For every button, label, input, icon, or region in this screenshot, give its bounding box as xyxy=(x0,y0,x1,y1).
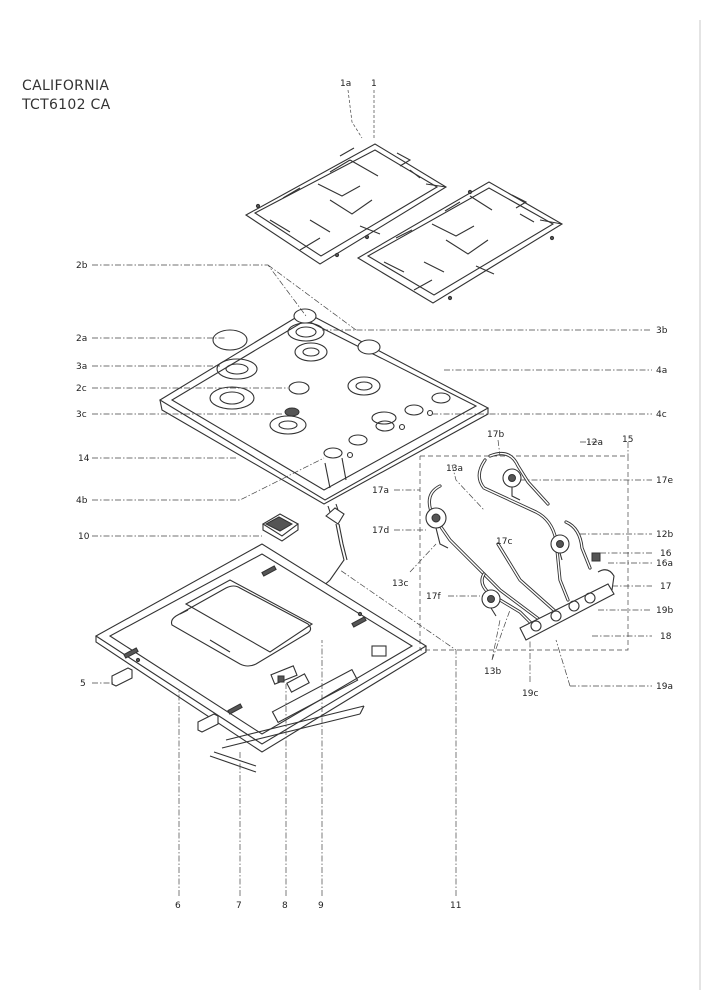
callout-3b: 3b xyxy=(656,326,668,336)
fixing-bracket xyxy=(111,667,219,733)
callout-16a: 16a xyxy=(656,559,673,569)
callout-1: 1 xyxy=(371,79,377,89)
callout-17e: 17e xyxy=(656,476,673,486)
seal-gasket xyxy=(209,705,365,773)
callout-8: 8 xyxy=(282,901,288,911)
model-name: CALIFORNIA xyxy=(22,78,110,94)
callout-10: 10 xyxy=(78,532,90,542)
callout-17: 17 xyxy=(660,582,671,592)
pan-support-grid-left xyxy=(244,143,448,265)
callout-5: 5 xyxy=(80,679,86,689)
callout-9: 9 xyxy=(318,901,324,911)
terminal-block xyxy=(261,513,300,542)
callout-2b: 2b xyxy=(76,261,88,271)
callout-4c: 4c xyxy=(656,410,667,420)
callout-3a: 3a xyxy=(76,362,87,372)
cable-clamp xyxy=(270,665,298,685)
callout-19c: 19c xyxy=(522,689,538,699)
leader-lines xyxy=(92,89,652,896)
callout-4b: 4b xyxy=(76,496,88,506)
callout-18: 18 xyxy=(660,632,672,642)
callout-17c: 17c xyxy=(496,537,512,547)
callout-12b: 12b xyxy=(656,530,673,540)
thermocouple-valves xyxy=(425,468,570,617)
callout-15: 15 xyxy=(622,435,633,445)
callout-14: 14 xyxy=(78,454,90,464)
base-tray xyxy=(94,543,428,753)
callout-19a: 19a xyxy=(656,682,673,692)
callout-labels: 1a 1 2b 2a 3a 2c 3c 14 4b 10 5 3b 4a 4c … xyxy=(76,79,673,911)
callout-13a: 13a xyxy=(446,464,463,474)
callout-13b: 13b xyxy=(484,667,501,677)
callout-6: 6 xyxy=(175,901,181,911)
callout-12a: 12a xyxy=(586,438,603,448)
callout-7: 7 xyxy=(236,901,242,911)
callout-17f: 17f xyxy=(426,592,441,602)
callout-11: 11 xyxy=(450,901,461,911)
callout-17d: 17d xyxy=(372,526,389,536)
pan-support-grid-right xyxy=(356,181,564,304)
gas-valve-assembly-frame xyxy=(419,455,629,651)
manifold xyxy=(519,552,615,641)
callout-2c: 2c xyxy=(76,384,87,394)
callout-3c: 3c xyxy=(76,410,87,420)
callout-1a: 1a xyxy=(340,79,351,89)
callout-16: 16 xyxy=(660,549,672,559)
cooktop-top-panel xyxy=(158,308,490,505)
callout-19b: 19b xyxy=(656,606,673,616)
model-number: TCT6102 CA xyxy=(22,97,111,113)
callout-13c: 13c xyxy=(392,579,408,589)
callout-17a: 17a xyxy=(372,486,389,496)
callout-4a: 4a xyxy=(656,366,667,376)
callout-2a: 2a xyxy=(76,334,87,344)
callout-17b: 17b xyxy=(487,430,504,440)
